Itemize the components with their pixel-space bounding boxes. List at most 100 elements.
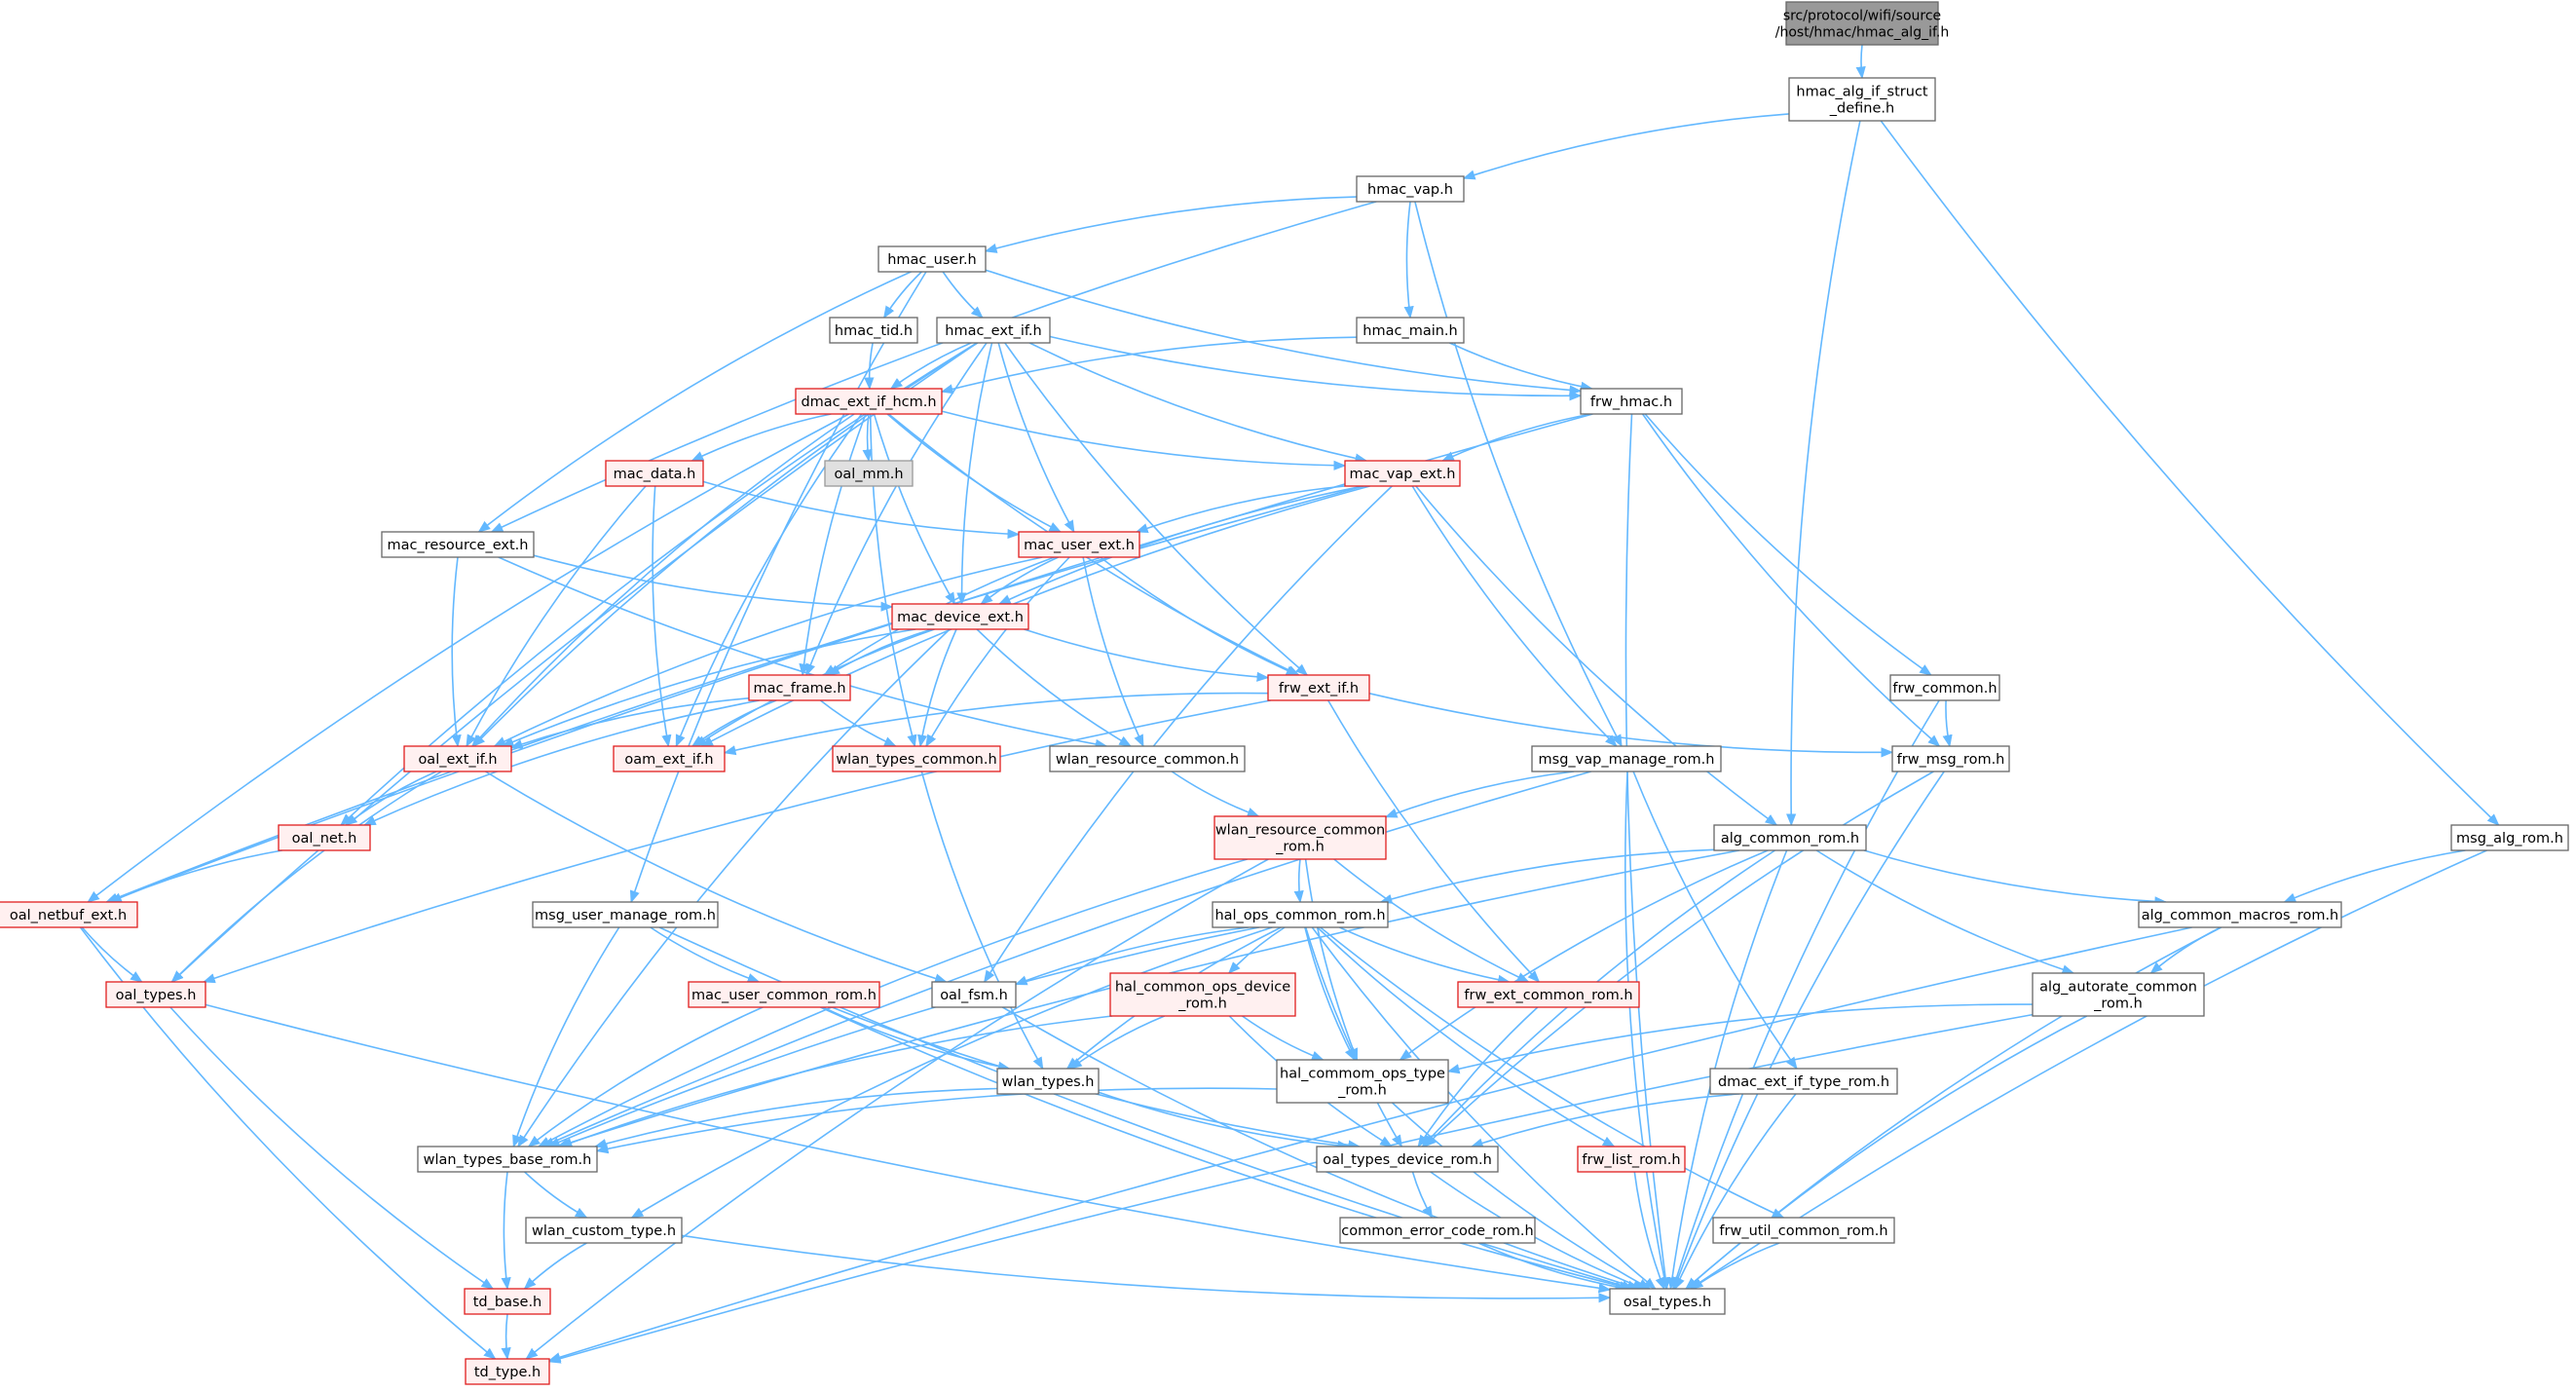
node-msg-user-manage-rom[interactable]: msg_user_manage_rom.h	[532, 901, 719, 928]
edge-hmac_ext_if-to-frw_ext_if	[1004, 342, 1309, 676]
node-label: hmac_ext_if.h	[945, 323, 1041, 339]
node-wlan-resource-common[interactable]: wlan_resource_common.h	[1049, 745, 1246, 772]
edge-msg_vap_manage_rom-to-dmac_ext_if_type_rom	[1632, 771, 1798, 1071]
node-wlan-resource-common-rom[interactable]: wlan_resource_common_rom.h	[1213, 815, 1387, 860]
node-oal-ext-if[interactable]: oal_ext_if.h	[403, 745, 512, 772]
node-hmac-vap[interactable]: hmac_vap.h	[1356, 175, 1465, 203]
node-hmac-main[interactable]: hmac_main.h	[1356, 317, 1465, 344]
node-label: wlan_types.h	[1002, 1074, 1095, 1090]
edge-hmac_tid-to-dmac_ext_if_hcm	[864, 342, 875, 391]
node-label: hmac_main.h	[1363, 323, 1457, 339]
node-hmac-ext-if[interactable]: hmac_ext_if.h	[936, 317, 1051, 344]
node-msg-vap-manage-rom[interactable]: msg_vap_manage_rom.h	[1531, 745, 1722, 772]
node-msg-alg-rom[interactable]: msg_alg_rom.h	[2450, 824, 2569, 851]
node-hal-commom-ops-type-rom[interactable]: hal_commom_ops_type_rom.h	[1276, 1059, 1449, 1104]
node-box	[1889, 674, 2000, 701]
node-alg-autorate-common-rom[interactable]: alg_autorate_common_rom.h	[2032, 972, 2205, 1017]
node-wlan-custom-type[interactable]: wlan_custom_type.h	[525, 1217, 683, 1244]
node-label: hal_ops_common_rom.h	[1214, 908, 1385, 923]
node-td-type[interactable]: td_type.h	[465, 1358, 550, 1385]
node-wlan-types-base-rom[interactable]: wlan_types_base_rom.h	[417, 1146, 598, 1173]
node-oal-net[interactable]: oal_net.h	[278, 824, 371, 851]
edge-mac_device_ext-to-wlan_types_common	[917, 628, 957, 748]
node-label: oal_net.h	[292, 831, 357, 846]
edge-oal_types-to-td_base	[169, 1006, 495, 1290]
node-hal-ops-common-rom[interactable]: hal_ops_common_rom.h	[1212, 901, 1389, 928]
edge-hmac_user-to-hmac_ext_if	[942, 271, 984, 319]
edge-dmac_ext_if_hcm-to-mac_vap_ext	[941, 410, 1347, 470]
edge-hmac_vap-to-hmac_user	[984, 196, 1358, 253]
edge-mac_vap_ext-to-alg_common_rom	[1415, 485, 1778, 826]
node-oal-netbuf-ext[interactable]: oal_netbuf_ext.h	[0, 901, 138, 928]
node-dmac-ext-if-type-rom[interactable]: dmac_ext_if_type_rom.h	[1709, 1068, 1898, 1095]
node-box	[0, 901, 138, 928]
node-hmac-alg-if-struct-define[interactable]: hmac_alg_if_struct_define.h	[1788, 77, 1936, 122]
node-hmac-user[interactable]: hmac_user.h	[877, 245, 987, 273]
node-mac-vap-ext[interactable]: mac_vap_ext.h	[1344, 460, 1461, 487]
node-mac-user-ext[interactable]: mac_user_ext.h	[1018, 531, 1140, 558]
node-frw-ext-common-rom[interactable]: frw_ext_common_rom.h	[1457, 981, 1640, 1008]
node-mac-device-ext[interactable]: mac_device_ext.h	[891, 603, 1029, 630]
node-frw-ext-if[interactable]: frw_ext_if.h	[1267, 674, 1370, 701]
node-label: frw_msg_rom.h	[1897, 752, 2005, 768]
node-label: mac_user_common_rom.h	[691, 988, 877, 1003]
edge-mac_user_ext-to-wlan_types_common	[925, 556, 1070, 748]
node-label: mac_resource_ext.h	[388, 538, 529, 553]
edge-oal_ext_if-to-oal_net	[344, 771, 437, 826]
node-td-base[interactable]: td_base.h	[464, 1288, 551, 1315]
edge-td_base-to-td_type	[501, 1313, 511, 1361]
node-label: frw_ext_common_rom.h	[1464, 988, 1632, 1003]
node-oal-types[interactable]: oal_types.h	[105, 981, 206, 1008]
node-frw-common[interactable]: frw_common.h	[1889, 674, 2000, 701]
edge-alg_autorate_common_rom-to-osal_types	[1685, 1015, 2088, 1290]
node-mac-user-common-rom[interactable]: mac_user_common_rom.h	[688, 981, 880, 1008]
node-oam-ext-if[interactable]: oam_ext_if.h	[613, 745, 726, 772]
edge-msg_alg_rom-to-osal_types	[1689, 849, 2487, 1290]
edge-hmac_ext_if-to-frw_hmac	[1049, 335, 1583, 401]
node-dmac-ext-if-hcm[interactable]: dmac_ext_if_hcm.h	[795, 388, 943, 415]
node-label: _define.h	[1829, 101, 1894, 117]
node-osal-types[interactable]: osal_types.h	[1609, 1288, 1726, 1315]
edge-dmac_ext_if_type_rom-to-osal_types	[1674, 1093, 1797, 1291]
node-alg-common-rom[interactable]: alg_common_rom.h	[1713, 824, 1867, 851]
node-wlan-types-common[interactable]: wlan_types_common.h	[832, 745, 1001, 772]
edge-hmac_ext_if-to-oal_types	[170, 342, 979, 983]
node-common-error-code-rom[interactable]: common_error_code_rom.h	[1339, 1217, 1536, 1244]
node-box	[829, 317, 918, 344]
node-frw-list-rom[interactable]: frw_list_rom.h	[1577, 1146, 1686, 1173]
node-label: hmac_vap.h	[1367, 182, 1453, 198]
edge-mac_resource_ext-to-wlan_resource_common	[498, 556, 1108, 749]
edge-frw_list_rom-to-osal_types	[1633, 1171, 1665, 1291]
edge-hmac_ext_if-to-dmac_ext_if_hcm	[889, 342, 972, 390]
edge-mac_user_ext-to-oal_ext_if	[493, 556, 1043, 747]
node-mac-resource-ext[interactable]: mac_resource_ext.h	[381, 531, 535, 558]
edge-dmac_ext_if_hcm-to-mac_frame	[799, 413, 867, 677]
node-box	[605, 460, 704, 487]
node-box	[891, 603, 1029, 630]
node-frw-msg-rom[interactable]: frw_msg_rom.h	[1891, 745, 2010, 772]
edge-frw_hmac-to-mac_vap_ext	[1441, 413, 1591, 462]
edge-frw_msg_rom-to-osal_types	[1673, 771, 1945, 1291]
node-oal-mm[interactable]: oal_mm.h	[824, 460, 914, 487]
node-alg-common-macros-rom[interactable]: alg_common_macros_rom.h	[2138, 901, 2342, 928]
node-oal-types-device-rom[interactable]: oal_types_device_rom.h	[1316, 1146, 1499, 1173]
node-mac-frame[interactable]: mac_frame.h	[748, 674, 851, 701]
node-root[interactable]: src/protocol/wifi/source/host/hmac/hmac_…	[1775, 1, 1949, 46]
node-frw-hmac[interactable]: frw_hmac.h	[1580, 388, 1683, 415]
node-box	[832, 745, 1001, 772]
node-label: wlan_custom_type.h	[532, 1223, 676, 1239]
node-frw-util-common-rom[interactable]: frw_util_common_rom.h	[1712, 1217, 1895, 1244]
edge-frw_ext_if-to-frw_msg_rom	[1368, 693, 1894, 758]
node-box	[464, 1288, 551, 1315]
edge-wlan_types_common-to-wlan_types	[920, 771, 1044, 1071]
node-box	[105, 981, 206, 1008]
node-label: oam_ext_if.h	[624, 752, 713, 768]
node-hmac-tid[interactable]: hmac_tid.h	[829, 317, 918, 344]
node-mac-data[interactable]: mac_data.h	[605, 460, 704, 487]
node-box	[1344, 460, 1461, 487]
node-oal-fsm[interactable]: oal_fsm.h	[931, 981, 1017, 1008]
node-hal-common-ops-device-rom[interactable]: hal_common_ops_device_rom.h	[1109, 972, 1296, 1017]
node-wlan-types[interactable]: wlan_types.h	[996, 1068, 1100, 1095]
node-label: oal_ext_if.h	[418, 752, 497, 768]
edge-msg_user_manage_rom-to-mac_user_common_rom	[650, 926, 761, 983]
